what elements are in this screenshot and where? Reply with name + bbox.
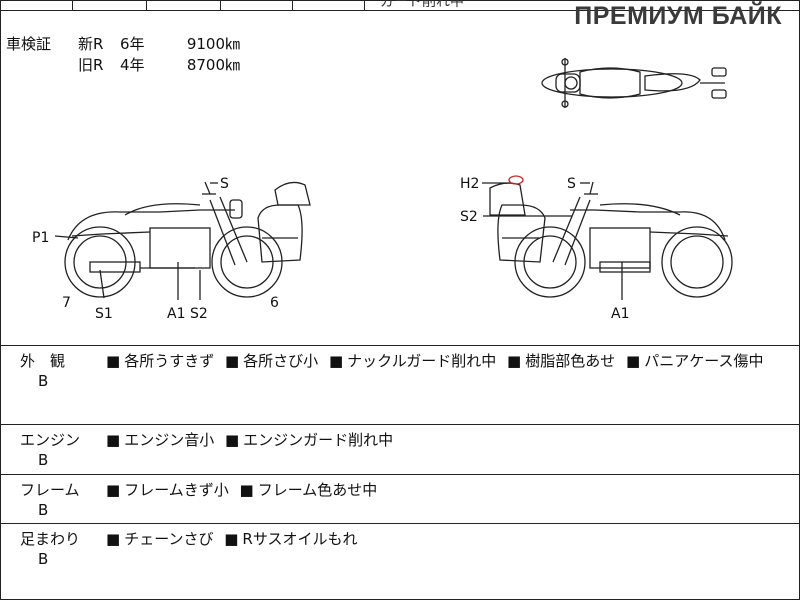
inspection-row: 車検証 新R 6年 9100㎞ xyxy=(6,34,240,55)
label-right-s2: S2 xyxy=(460,209,478,225)
top-cell xyxy=(0,0,73,10)
condition-row-frame: フレーム B ■フレームきず小 ■フレーム色あせ中 xyxy=(0,475,800,523)
condition-grade: B xyxy=(38,550,49,568)
section-divider xyxy=(0,474,800,475)
top-view-bike xyxy=(541,58,727,108)
condition-row-exterior: 外 観 B ■各所うすきず ■各所さび小 ■ナックルガード削れ中 ■樹脂部色あせ… xyxy=(0,346,800,424)
meter-distance: 8700㎞ xyxy=(186,56,240,74)
left-side-bike xyxy=(64,181,311,298)
condition-item: ■フレーム色あせ中 xyxy=(239,481,378,499)
condition-category: 足まわり xyxy=(20,530,81,548)
section-divider xyxy=(0,345,800,346)
meter-distance: 9100㎞ xyxy=(186,35,240,53)
condition-item: ■樹脂部色あせ xyxy=(507,352,616,370)
label-left-s1: S1 xyxy=(95,306,113,322)
label-right-h2: H2 xyxy=(460,176,479,192)
motorcycle-diagram: S P1 7 S1 A1 S2 6 H2 S S2 A1 xyxy=(32,58,733,322)
condition-grade: B xyxy=(38,501,49,519)
label-left-a1: A1 xyxy=(167,306,185,322)
top-cell xyxy=(292,0,365,10)
top-strip-text: ガード削れ中 xyxy=(380,0,464,10)
leader-lines xyxy=(54,182,623,300)
condition-item: ■エンジンガード削れ中 xyxy=(224,431,394,449)
label-left-p1: P1 xyxy=(32,230,49,246)
inspection-info: 車検証 新R 6年 9100㎞ 旧R 4年 8700㎞ xyxy=(6,34,240,76)
meter-years: 4年 xyxy=(120,56,145,74)
meter-years: 6年 xyxy=(120,35,145,53)
condition-row-suspension: 足まわり B ■チェーンさび ■Rサスオイルもれ xyxy=(0,524,800,599)
condition-item: ■Rサスオイルもれ xyxy=(224,530,358,548)
inspection-label: 車検証 xyxy=(6,35,52,53)
meter-generation: 旧R xyxy=(78,56,104,74)
condition-items: ■エンジン音小 ■エンジンガード削れ中 xyxy=(106,429,399,450)
top-cell xyxy=(146,0,221,10)
section-divider xyxy=(0,523,800,524)
condition-items: ■各所うすきず ■各所さび小 ■ナックルガード削れ中 ■樹脂部色あせ ■パニアケ… xyxy=(106,350,769,371)
condition-item: ■パニアケース傷中 xyxy=(626,352,764,370)
condition-category: 外 観 xyxy=(20,352,66,370)
label-left-s2: S2 xyxy=(190,306,208,322)
right-side-bike xyxy=(489,175,733,298)
label-left-6: 6 xyxy=(270,295,279,311)
section-divider xyxy=(0,424,800,425)
condition-item: ■各所うすきず xyxy=(106,352,215,370)
condition-items: ■フレームきず小 ■フレーム色あせ中 xyxy=(106,479,383,500)
meter-generation: 新R xyxy=(78,35,104,53)
condition-item: ■ナックルガード削れ中 xyxy=(328,352,497,370)
top-strip: ガード削れ中 xyxy=(0,0,800,11)
condition-item: ■フレームきず小 xyxy=(106,481,229,499)
label-right-a1: A1 xyxy=(611,306,629,322)
condition-item: ■各所さび小 xyxy=(224,352,319,370)
brand-watermark: ПРЕМИУМ БАЙК xyxy=(574,2,782,30)
condition-row-engine: エンジン B ■エンジン音小 ■エンジンガード削れ中 xyxy=(0,425,800,474)
condition-category: エンジン xyxy=(20,431,81,449)
condition-items: ■チェーンさび ■Rサスオイルもれ xyxy=(106,528,364,549)
label-left-s: S xyxy=(220,176,229,192)
condition-item: ■チェーンさび xyxy=(106,530,214,548)
condition-category: フレーム xyxy=(20,481,80,499)
label-right-s: S xyxy=(567,176,576,192)
condition-grade: B xyxy=(38,451,49,469)
label-left-7: 7 xyxy=(62,295,71,311)
inspection-row: 旧R 4年 8700㎞ xyxy=(6,55,240,76)
condition-grade: B xyxy=(38,372,49,390)
condition-item: ■エンジン音小 xyxy=(106,431,215,449)
top-cell xyxy=(72,0,147,10)
top-cell xyxy=(220,0,293,10)
